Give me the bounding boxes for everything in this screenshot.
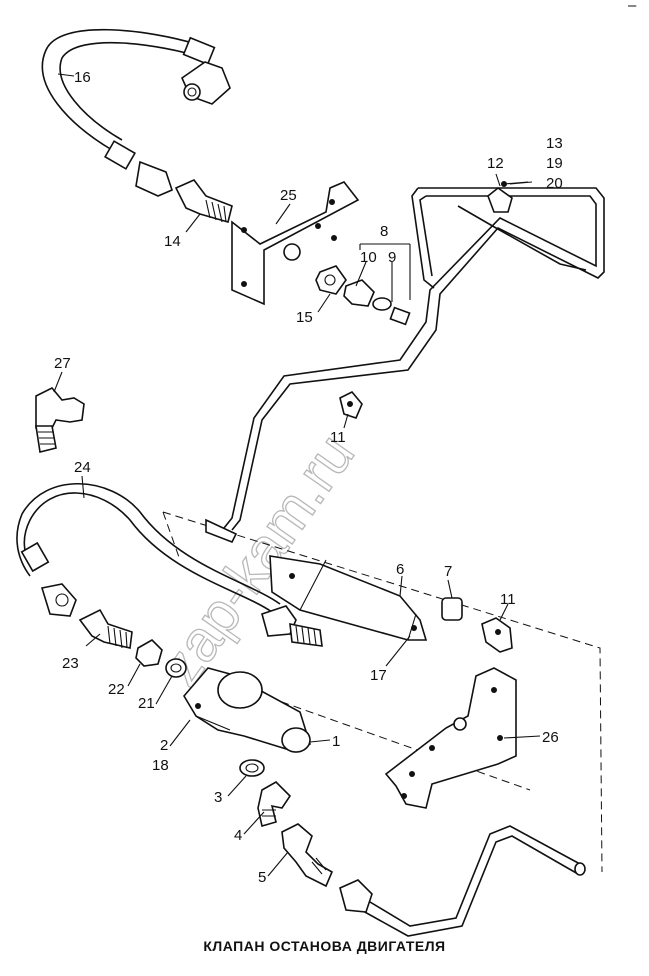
nut-15	[315, 265, 347, 295]
callouts: 16 25 14 13 12 19 20 8 10 9 15 27 11 24 …	[54, 69, 563, 886]
diagram-caption: КЛАПАН ОСТАНОВА ДВИГАТЕЛЯ	[203, 938, 446, 954]
elbow-5	[281, 823, 334, 888]
callout-4: 4	[234, 827, 242, 844]
callout-5: 5	[258, 869, 266, 886]
sleeve-7	[441, 597, 463, 621]
callout-27: 27	[54, 355, 71, 372]
sleeve-9	[372, 297, 411, 326]
callout-17: 17	[370, 667, 387, 684]
callout-21: 21	[138, 695, 155, 712]
callout-13: 13	[546, 135, 563, 152]
bracket-26	[384, 667, 517, 809]
bracket-6	[269, 555, 428, 641]
fitting-4	[257, 781, 292, 828]
fitting-14	[174, 179, 233, 223]
callout-20: 20	[546, 175, 563, 192]
valve-body-1	[183, 667, 311, 753]
callout-11-upper: 11	[330, 429, 346, 446]
nut-22	[135, 639, 163, 667]
elbow-27	[35, 387, 85, 453]
callout-11-lower: 11	[500, 591, 516, 608]
callout-12: 12	[487, 155, 504, 172]
washer-3	[239, 759, 265, 777]
callout-23: 23	[62, 655, 79, 672]
bracket-25	[231, 181, 360, 306]
callout-8: 8	[380, 223, 388, 240]
callout-9: 9	[388, 249, 396, 266]
fitting-24-end	[289, 623, 323, 647]
callout-25: 25	[280, 187, 297, 204]
corner-mark: –	[628, 0, 637, 14]
rod-8	[205, 187, 605, 544]
callout-6: 6	[396, 561, 404, 578]
callout-15: 15	[296, 309, 313, 326]
watermark: zap-kam.ru	[147, 423, 367, 698]
callout-14: 14	[164, 233, 181, 250]
nut-10	[343, 279, 375, 307]
callout-19: 19	[546, 155, 563, 172]
fitting-23	[78, 608, 133, 649]
callout-18: 18	[152, 757, 169, 774]
hose-24	[16, 483, 297, 637]
tube-5	[339, 825, 586, 937]
callout-7: 7	[444, 563, 452, 580]
clamp-11-lower	[481, 617, 513, 653]
clamp-11-upper	[339, 391, 363, 419]
washer-21	[165, 658, 187, 678]
callout-1: 1	[332, 733, 340, 750]
leader-lines	[53, 73, 541, 877]
callout-22: 22	[108, 681, 125, 698]
callout-10: 10	[360, 249, 377, 266]
callout-3: 3	[214, 789, 222, 806]
hose-16	[41, 28, 231, 197]
callout-16: 16	[74, 69, 91, 86]
callout-26: 26	[542, 729, 559, 746]
callout-24: 24	[74, 459, 91, 476]
callout-2: 2	[160, 737, 168, 754]
